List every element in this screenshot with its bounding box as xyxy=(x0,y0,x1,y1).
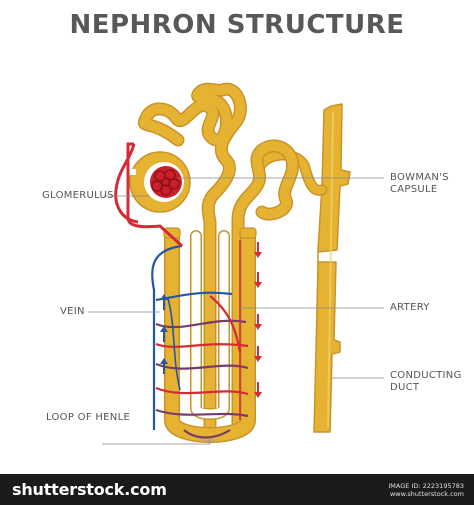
glomerulus xyxy=(150,166,182,198)
label-bowmans-line2: CAPSULE xyxy=(390,184,438,195)
page-title: NEPHRON STRUCTURE xyxy=(69,10,405,40)
footer-brand: shutterstock.com xyxy=(12,480,167,499)
connecting-tubule xyxy=(252,149,328,196)
leader-lines xyxy=(88,177,384,445)
label-artery: ARTERY xyxy=(390,302,430,313)
footer-site: www.shutterstock.com xyxy=(389,490,464,498)
label-conducting-line1: CONDUCTING xyxy=(390,370,462,381)
conducting-duct xyxy=(313,103,351,433)
label-bowmans-line1: BOWMAN'S xyxy=(390,172,449,183)
arterioles xyxy=(114,142,184,248)
label-glomerulus: GLOMERULUS xyxy=(42,190,114,201)
blood-flow-arrows-red xyxy=(254,242,262,398)
blood-flow-arrows-blue xyxy=(160,294,168,374)
label-bowmans-capsule: BOWMAN'S CAPSULE xyxy=(390,172,449,196)
label-loop-of-henle: LOOP OF HENLE xyxy=(46,412,131,423)
convoluted-tubules xyxy=(137,82,300,437)
footer-bar: shutterstock.com IMAGE ID: 2223195783 ww… xyxy=(0,474,474,505)
label-vein: VEIN xyxy=(60,306,85,317)
footer-meta: IMAGE ID: 2223195783 www.shutterstock.co… xyxy=(388,482,464,498)
footer-image-id: IMAGE ID: 2223195783 xyxy=(388,482,464,490)
peritubular-capillaries xyxy=(151,240,249,439)
label-conducting-line2: DUCT xyxy=(390,382,420,393)
label-conducting-duct: CONDUCTING DUCT xyxy=(390,370,462,394)
